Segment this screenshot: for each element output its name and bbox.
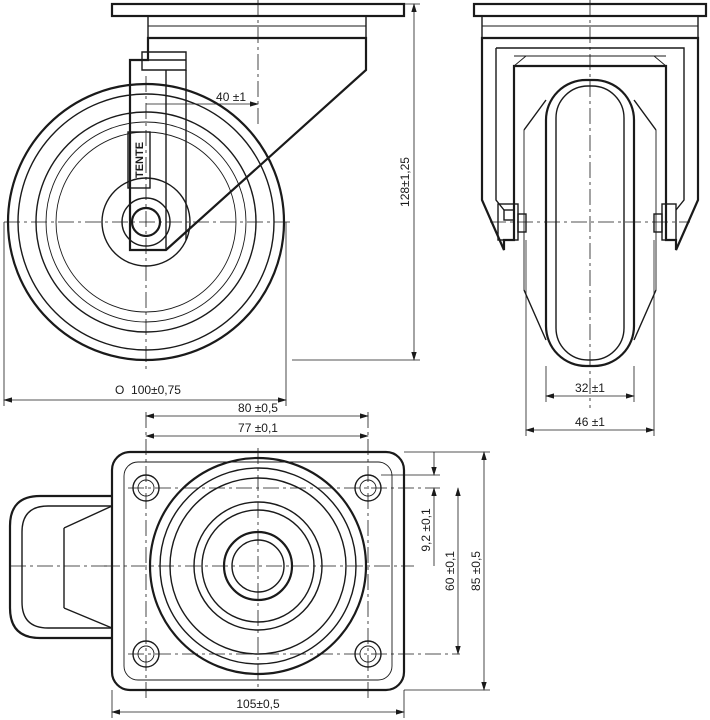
dim-hole-diameter: 9,2 ±0,1	[419, 508, 433, 552]
dim-plate-width: 105±0,5	[236, 697, 280, 711]
dim-bolt-spacing-outer: 80 ±0,5	[238, 401, 278, 415]
plate-view: 80 ±0,5 77 ±0,1 9,2 ±0,1 60 ±0,1 85 ±0,5…	[104, 401, 490, 718]
dim-height: 128±1,25	[398, 157, 412, 207]
dim-wheel-diameter: O 100±0,75	[115, 383, 181, 397]
dim-overall-width: 46 ±1	[575, 415, 605, 429]
dim-plate-height: 85 ±0,5	[469, 551, 483, 591]
front-view: 32 ±1 46 ±1	[472, 0, 708, 436]
bottom-side-view	[8, 494, 113, 640]
dim-offset: 40 ±1	[216, 90, 246, 104]
dim-bolt-spacing-inner: 77 ±0,1	[238, 421, 278, 435]
brand-mark: TENTE	[134, 142, 146, 178]
dim-bolt-spacing-vertical: 60 ±0,1	[443, 551, 457, 591]
side-view: TENTE 40 ±1 128±1,25 O 100±0,75	[3, 0, 420, 406]
dim-tread-width: 32 ±1	[575, 381, 605, 395]
